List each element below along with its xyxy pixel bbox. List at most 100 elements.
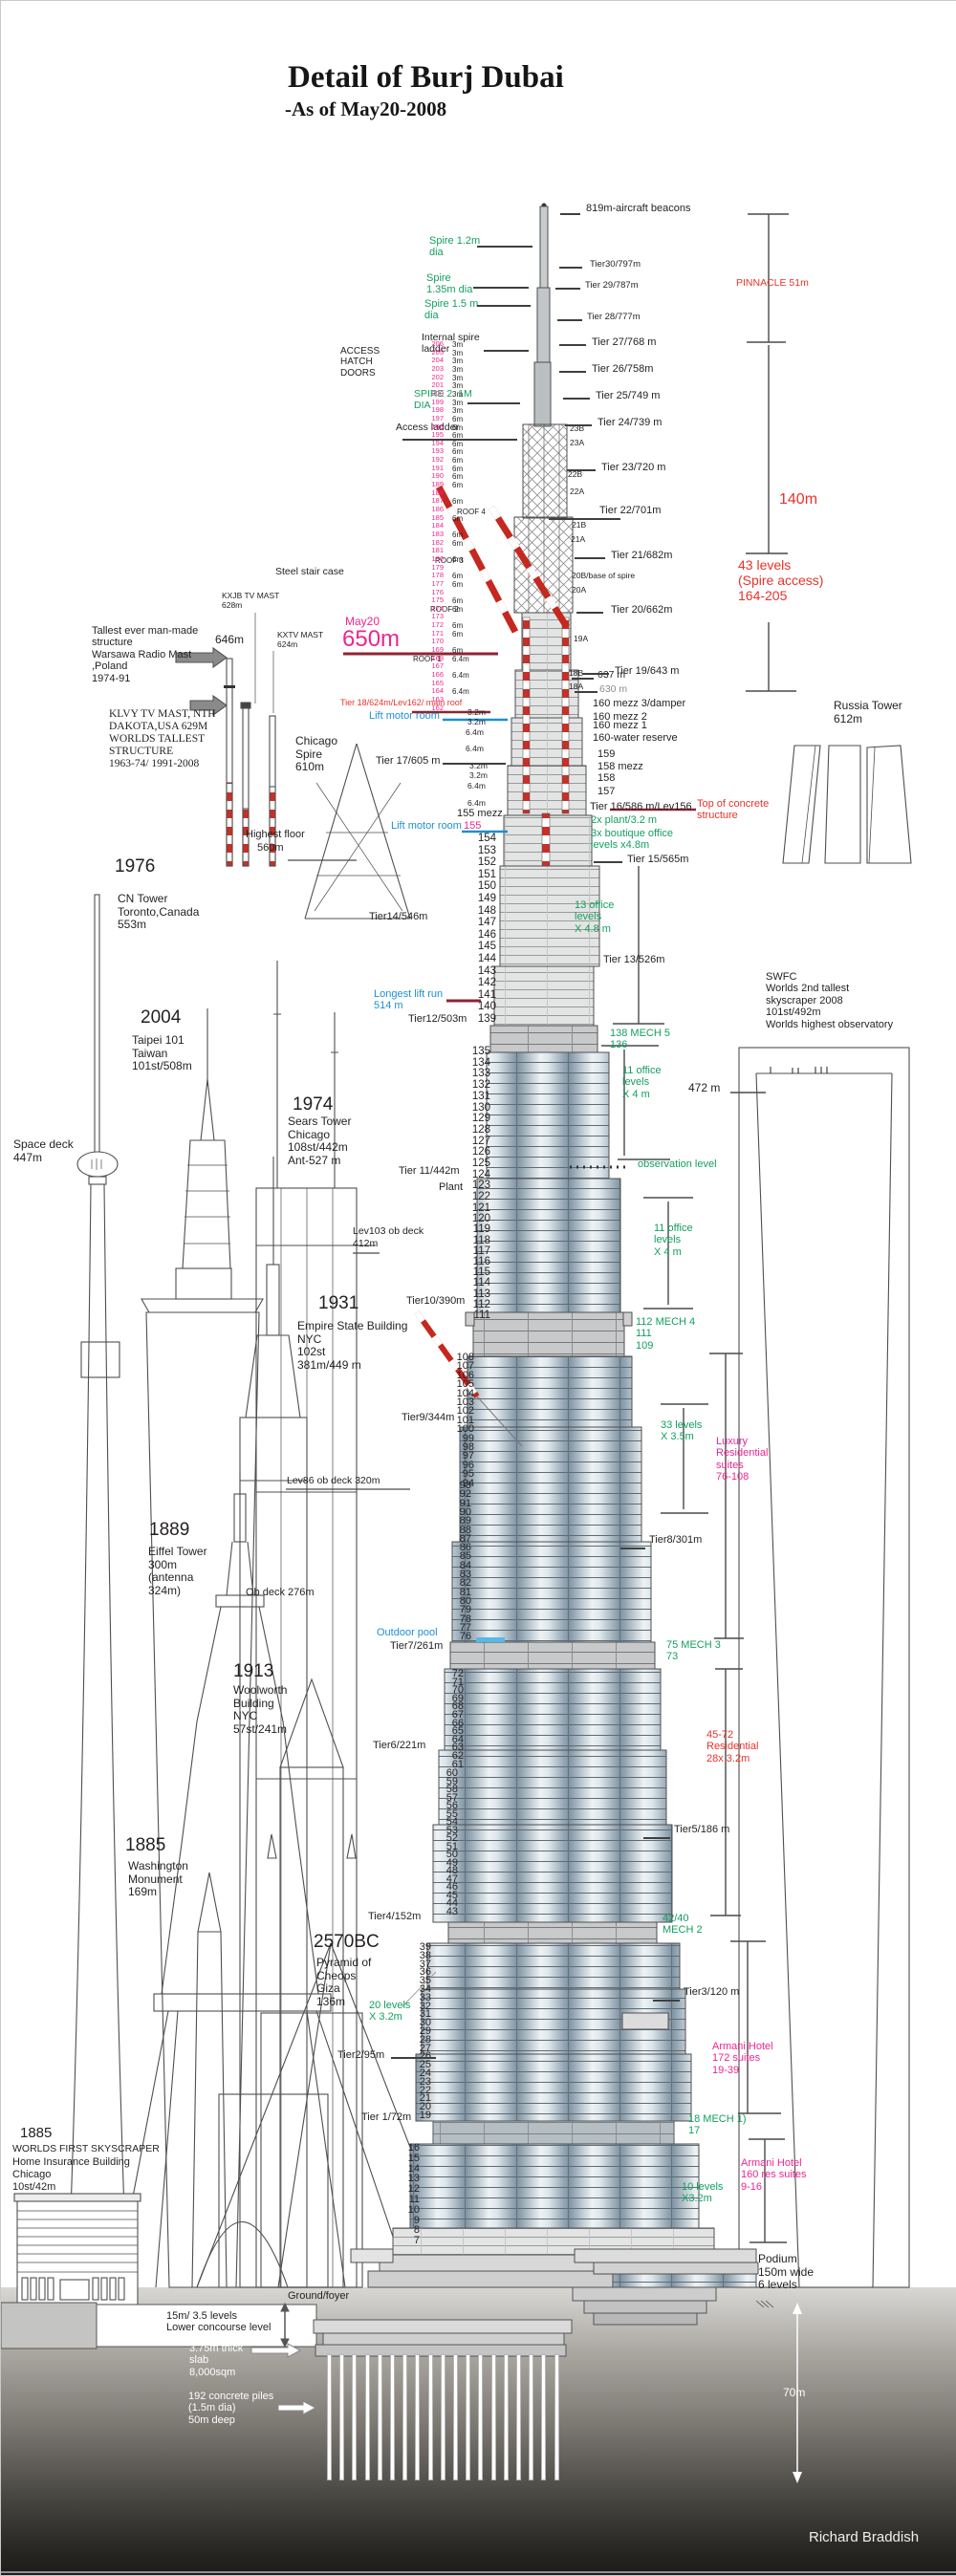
levels-135-122-number: 134: [471, 1056, 490, 1069]
leader-dash: [594, 861, 622, 863]
roof-label: ROOF 2: [430, 605, 459, 614]
levels-154-139-number: 140: [477, 1001, 496, 1013]
leader-dash: [473, 287, 529, 289]
page-title: Detail of Burj Dubai: [288, 60, 564, 95]
levels-93-76-number: 77: [459, 1621, 471, 1634]
lift-motor-label: Lift motor room: [369, 710, 440, 722]
levels-60-43-number: 51: [445, 1840, 458, 1852]
tier-label: Tier9/344m: [402, 1412, 455, 1423]
levels-135-122-number: 135: [471, 1046, 490, 1057]
levels-60-43-number: 49: [445, 1856, 458, 1869]
tier-label: Tier2/95m: [337, 2049, 385, 2061]
spire-levels-number: 184: [431, 521, 444, 530]
mech-note: 18 MECH 1) 17: [688, 2113, 747, 2137]
tier-label: Tier 17/605 m: [376, 755, 441, 767]
levels-39-19-number: 31: [419, 2008, 431, 2021]
tier-label: Tier 24/739 m: [598, 417, 663, 428]
tier-label: Tier 25/749 m: [596, 390, 661, 401]
levels-108-94-number: 99: [462, 1432, 474, 1444]
tier-label: Tier5/186 m: [674, 1824, 730, 1835]
spire-levels-number: 199: [431, 397, 444, 406]
leader-dash: [443, 763, 506, 765]
levels-154-139-number: 154: [477, 833, 496, 844]
levels-108-94-number: 105: [456, 1378, 474, 1391]
swfc-outline: [738, 1047, 910, 2288]
leader-dash: [582, 673, 609, 675]
tier-label: Tier 1/72m: [361, 2111, 412, 2123]
floor-height: 6m: [452, 456, 464, 465]
level-tag: 22B: [568, 469, 583, 479]
levels-154-139-number: 144: [477, 953, 496, 964]
lift-motor-label: Lift motor room: [391, 820, 462, 832]
year-label: 1931: [318, 1293, 359, 1313]
spire-levels-number: 170: [431, 637, 444, 646]
levels-121-111-number: 116: [472, 1256, 490, 1267]
dim-label: 140m: [779, 491, 818, 508]
levels-154-139-number: 153: [477, 844, 496, 856]
floor-height: 3m: [452, 373, 464, 382]
lift-run-label: Longest lift run 514 m: [374, 988, 444, 1012]
level-tag: 158 mezz: [598, 761, 643, 772]
klvy-mast-label: KLVY TV MAST, NTH DAKOTA,USA 629M WORLDS…: [109, 708, 216, 769]
levels-135-122-number: 125: [471, 1158, 490, 1169]
spire-levels-number: 175: [431, 595, 444, 605]
levels-16-7-number: 7: [413, 2235, 420, 2247]
levels-121-111-number: 117: [472, 1245, 490, 1257]
obdeck-label: 412m: [353, 1238, 379, 1249]
levels-93-76-number: 85: [459, 1550, 471, 1563]
image-bottom-edge: [1, 2571, 956, 2573]
levels-16-7-number: 14: [407, 2162, 420, 2175]
levels-72-61-number: 65: [451, 1725, 464, 1738]
spire-levels-number: 181: [431, 546, 444, 555]
levels-39-19-number: 27: [419, 2042, 431, 2054]
concrete-pile: [402, 2354, 408, 2480]
levels-154-139-number: 150: [477, 880, 496, 893]
levels-16-7-number: 11: [408, 2194, 420, 2205]
concrete-top-label: Top of concrete structure: [697, 798, 770, 822]
year-label: 1889: [149, 1520, 190, 1540]
floor-height: 6m: [452, 472, 464, 482]
levels-135-122-number: 127: [471, 1135, 490, 1147]
concrete-pile: [352, 2354, 358, 2480]
year-label: 1913: [233, 1661, 274, 1681]
spire-levels-number: 194: [431, 438, 444, 447]
tier-label: Tier10/390m: [406, 1295, 466, 1307]
levels-108-94-number: 94: [462, 1477, 474, 1489]
leader-dash: [620, 1548, 645, 1549]
plant-note: 2x plant/3.2 m: [591, 814, 658, 826]
levels-39-19-number: 26: [420, 2050, 431, 2062]
levels-39-19-number: 23: [419, 2075, 431, 2088]
access-ladder-label: Access ladder: [396, 422, 459, 433]
mast-label: KXJB TV MAST 628m: [222, 591, 280, 610]
leader-dash: [555, 288, 580, 290]
tv-masts: [175, 613, 276, 867]
leader-dash: [563, 398, 590, 400]
levels-135-122-number: 123: [471, 1180, 490, 1192]
building-label: WORLDS FIRST SKYSCRAPER: [12, 2143, 160, 2154]
concrete-pile: [503, 2354, 509, 2480]
leader-dash: [467, 402, 520, 404]
office-note: 3x boutique office levels x4.8m: [591, 828, 674, 852]
observation-note: observation level: [638, 1158, 717, 1170]
outdoor-pool-label: Outdoor pool: [377, 1627, 438, 1638]
floor-height: 6m: [452, 481, 464, 490]
levels-16-7-number: 8: [413, 2224, 420, 2237]
spire-levels-number: 169: [431, 645, 444, 655]
building-label: 10st/42m: [12, 2181, 56, 2193]
spire-levels-number: 163: [431, 694, 444, 704]
spire-levels-number: 162: [431, 703, 444, 712]
levels-39-19-number: 19: [419, 2110, 431, 2121]
levels-60-43-number: 58: [445, 1784, 458, 1795]
levels-60-43-number: 52: [445, 1832, 458, 1844]
levels-39-19-number: 21: [419, 2092, 431, 2105]
concrete-pile: [490, 2354, 496, 2480]
tier-label: Tier 29/787m: [585, 280, 639, 291]
levels-72-61-number: 69: [451, 1692, 464, 1704]
floor-height: 6m: [452, 629, 464, 639]
levels-60-43-number: 59: [445, 1775, 458, 1787]
tier-label: Tier 27/768 m: [592, 336, 657, 348]
levels-108-94-number: 100: [456, 1423, 474, 1436]
floor-height: 3m: [452, 357, 464, 366]
highest-floor-label: Highest floor: [246, 829, 305, 840]
levels-93-76-number: 89: [459, 1515, 471, 1527]
